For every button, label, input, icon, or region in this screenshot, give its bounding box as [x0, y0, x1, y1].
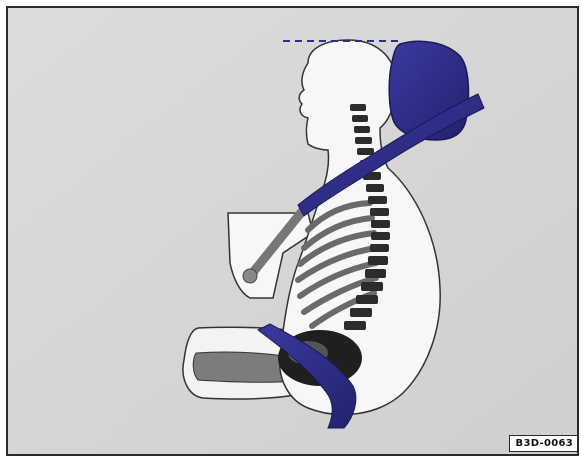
figure-code-label: B3D-0063 [509, 435, 577, 452]
seat-belt-illustration [8, 8, 579, 456]
illustration-frame: B3D-0063 [6, 6, 579, 456]
